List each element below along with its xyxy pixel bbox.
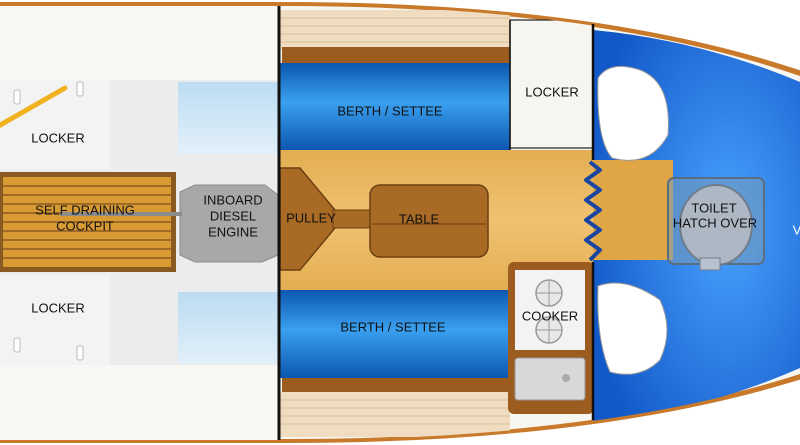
toilet-cistern: [699, 257, 721, 271]
label-pulley: PULLEY: [286, 210, 336, 225]
label-engine-3: ENGINE: [208, 224, 258, 239]
tiller: [0, 85, 68, 131]
quarter-panel-bottom: [178, 292, 278, 364]
berth-top-cushion: [280, 63, 510, 150]
label-v-berth-cut: V: [793, 222, 800, 237]
label-locker-aft-bottom: LOCKER: [31, 300, 84, 315]
accordion-door: [584, 160, 602, 262]
sink-drain: [562, 374, 570, 382]
cleat: [13, 89, 21, 105]
label-toilet: TOILET: [691, 200, 736, 215]
berth-top-rail: [282, 47, 510, 63]
table: [369, 184, 489, 258]
berth-bottom-cushion: [280, 290, 510, 378]
forward-locker: [509, 19, 594, 149]
label-cockpit-2: COCKPIT: [56, 218, 114, 233]
cleat: [76, 81, 84, 97]
forepeak-passage: [593, 160, 673, 260]
cleat: [76, 345, 84, 361]
pillow-top: [597, 65, 669, 161]
label-engine-1: INBOARD: [203, 192, 262, 207]
cooker-hob: [535, 279, 563, 344]
pillow-bottom: [597, 282, 668, 375]
berth-top-shelf: [280, 10, 510, 50]
aft-deck-top: [0, 8, 280, 80]
label-cooker: COOKER: [522, 308, 578, 323]
aft-deck-bottom: [0, 365, 280, 440]
cleat: [13, 337, 21, 353]
label-locker-aft-top: LOCKER: [31, 130, 84, 145]
berth-bottom-shelf: [280, 392, 510, 437]
label-engine-2: DIESEL: [210, 208, 256, 223]
quarter-panel-top: [178, 82, 278, 154]
label-locker-fwd: LOCKER: [525, 84, 578, 99]
berth-bottom-rail: [282, 378, 510, 392]
table-leg: [332, 209, 374, 229]
label-berth-bottom: BERTH / SETTEE: [340, 319, 446, 334]
label-berth-top: BERTH / SETTEE: [337, 103, 443, 118]
label-cockpit-1: SELF DRAINING: [35, 202, 135, 217]
label-hatch: HATCH OVER: [673, 215, 757, 230]
label-table: TABLE: [399, 211, 440, 226]
